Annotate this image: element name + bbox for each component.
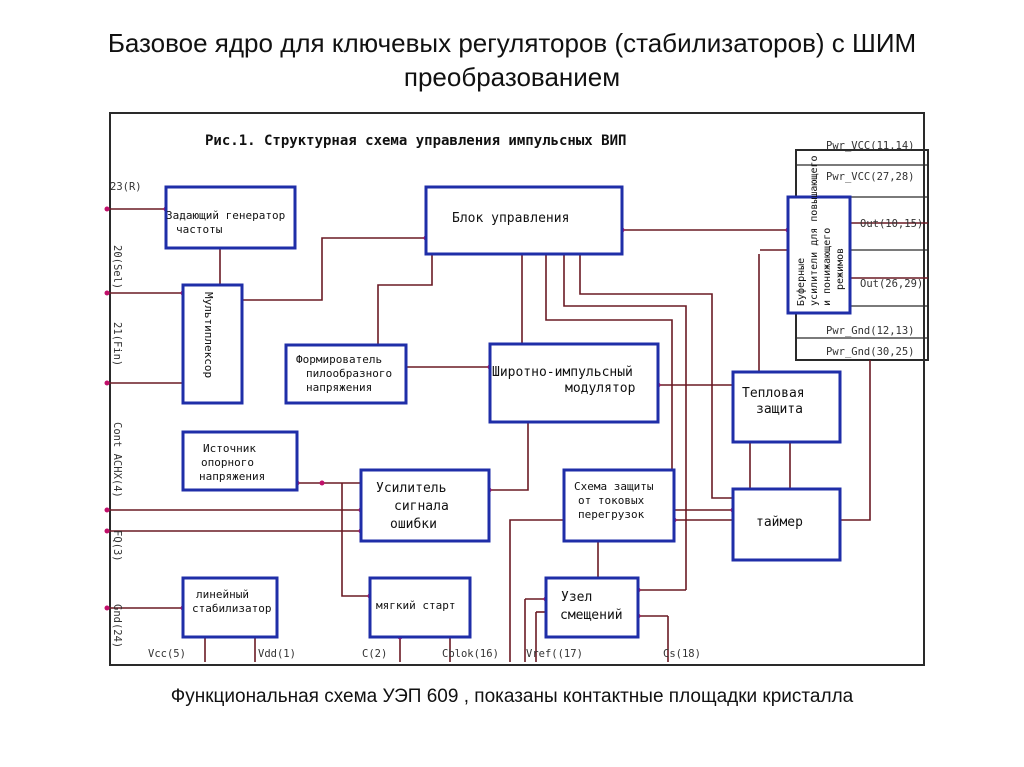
pwm-label-1: Широтно-импульсный — [492, 365, 633, 380]
buffer-label: Буферные усилители для повышающего и пон… — [795, 155, 846, 306]
buffer-label-2: усилители для повышающего — [809, 155, 820, 306]
pwm-label-2: модулятор — [565, 381, 636, 396]
pin-label-vcc5: Vcc(5) — [148, 648, 186, 660]
bias-label-2: смещений — [560, 608, 623, 623]
pin-label-gnd24: Gnd(24) — [111, 604, 123, 648]
pin-label-23r: 23(R) — [110, 181, 142, 193]
linear-label-1: линейный — [196, 588, 249, 601]
sawtooth-label-1: Формирователь — [296, 353, 382, 366]
buffer-label-1: Буферные — [795, 258, 807, 306]
softstart-label: мягкий старт — [376, 599, 455, 612]
junction-dots — [104, 206, 791, 640]
overcurrent-block — [562, 468, 676, 543]
linear-block — [181, 576, 279, 639]
error-amp-label-1: Усилитель — [376, 481, 446, 496]
pin-label-c2: C(2) — [362, 648, 387, 660]
sawtooth-label-3: напряжения — [306, 381, 372, 394]
linear-label-2: стабилизатор — [192, 602, 271, 615]
buffer-label-3: и понижающего — [822, 228, 833, 306]
overcurrent-label-1: Схема защиты — [574, 480, 654, 493]
pin-label-fq3: FQ(3) — [111, 530, 123, 562]
buffer-block — [786, 195, 852, 315]
generator-label-2: частоты — [176, 223, 223, 236]
slide-title-line-1: Базовое ядро для ключевых регуляторов (с… — [107, 28, 917, 58]
diagram-frame — [109, 112, 925, 666]
error-amp-label-3: ошибки — [390, 517, 437, 532]
generator-label-1: Задающий генератор — [166, 209, 285, 222]
reference-block — [181, 430, 299, 492]
reference-label-1: Источник — [203, 442, 256, 455]
control-block — [424, 185, 624, 256]
pin-label-cont-achx4: Cont ACHX(4) — [111, 422, 123, 498]
error-amp-label-2: сигнала — [394, 499, 449, 514]
mux-label: Мультиплексор — [202, 292, 215, 378]
pin-label-vdd1: Vdd(1) — [258, 648, 296, 660]
pin-label-21fin: 21(Fin) — [111, 322, 123, 366]
bias-label-1: Узел — [561, 590, 592, 605]
slide-title-line-2: преобразованием — [403, 62, 621, 92]
slide-caption: Функциональная схема УЭП 609 , показаны … — [170, 686, 854, 707]
sawtooth-block — [284, 343, 408, 405]
pin-label-out-26-29: Out(26,29) — [860, 278, 923, 290]
wires — [107, 208, 928, 662]
pin-label-pwr-gnd-30-25: Pwr_Gnd(30,25) — [826, 346, 915, 358]
thermal-block — [731, 370, 842, 444]
bias-block — [544, 576, 640, 639]
pin-label-cs18: Cs(18) — [663, 648, 701, 660]
reference-label-3: напряжения — [199, 470, 265, 483]
generator-block — [164, 185, 297, 250]
pin-label-pwr-vcc-11-14: Pwr_VCC(11,14) — [826, 140, 915, 152]
pin-label-vref17: Vref((17) — [526, 648, 583, 660]
overcurrent-label-3: перегрузок — [578, 508, 645, 521]
sawtooth-label-2: пилообразного — [306, 367, 392, 380]
thermal-label-2: защита — [756, 402, 803, 417]
softstart-block — [368, 576, 472, 639]
timer-block — [731, 487, 842, 562]
slide-title: Базовое ядро для ключевых регуляторов (с… — [40, 26, 984, 94]
thermal-label-1: Тепловая — [742, 386, 805, 401]
timer-label: таймер — [756, 515, 803, 530]
control-label: Блок управления — [452, 211, 569, 226]
pwm-block — [488, 342, 660, 424]
pin-label-cblok16: Cblok(16) — [442, 648, 499, 660]
buffer-label-4: режимов — [835, 248, 846, 290]
mux-block — [181, 283, 244, 405]
error-amp-block — [359, 468, 491, 543]
pin-label-pwr-vcc-27-28: Pwr_VCC(27,28) — [826, 171, 915, 183]
pin-label-out-10-15: Out(10,15) — [860, 218, 923, 230]
pin-label-pwr-gnd-12-13: Pwr_Gnd(12,13) — [826, 325, 915, 337]
figure-title: Рис.1. Структурная схема управления импу… — [205, 133, 626, 149]
pin-label-20sel: 20(Sel) — [111, 245, 123, 289]
overcurrent-label-2: от токовых — [578, 494, 645, 507]
reference-label-2: опорного — [201, 456, 254, 469]
